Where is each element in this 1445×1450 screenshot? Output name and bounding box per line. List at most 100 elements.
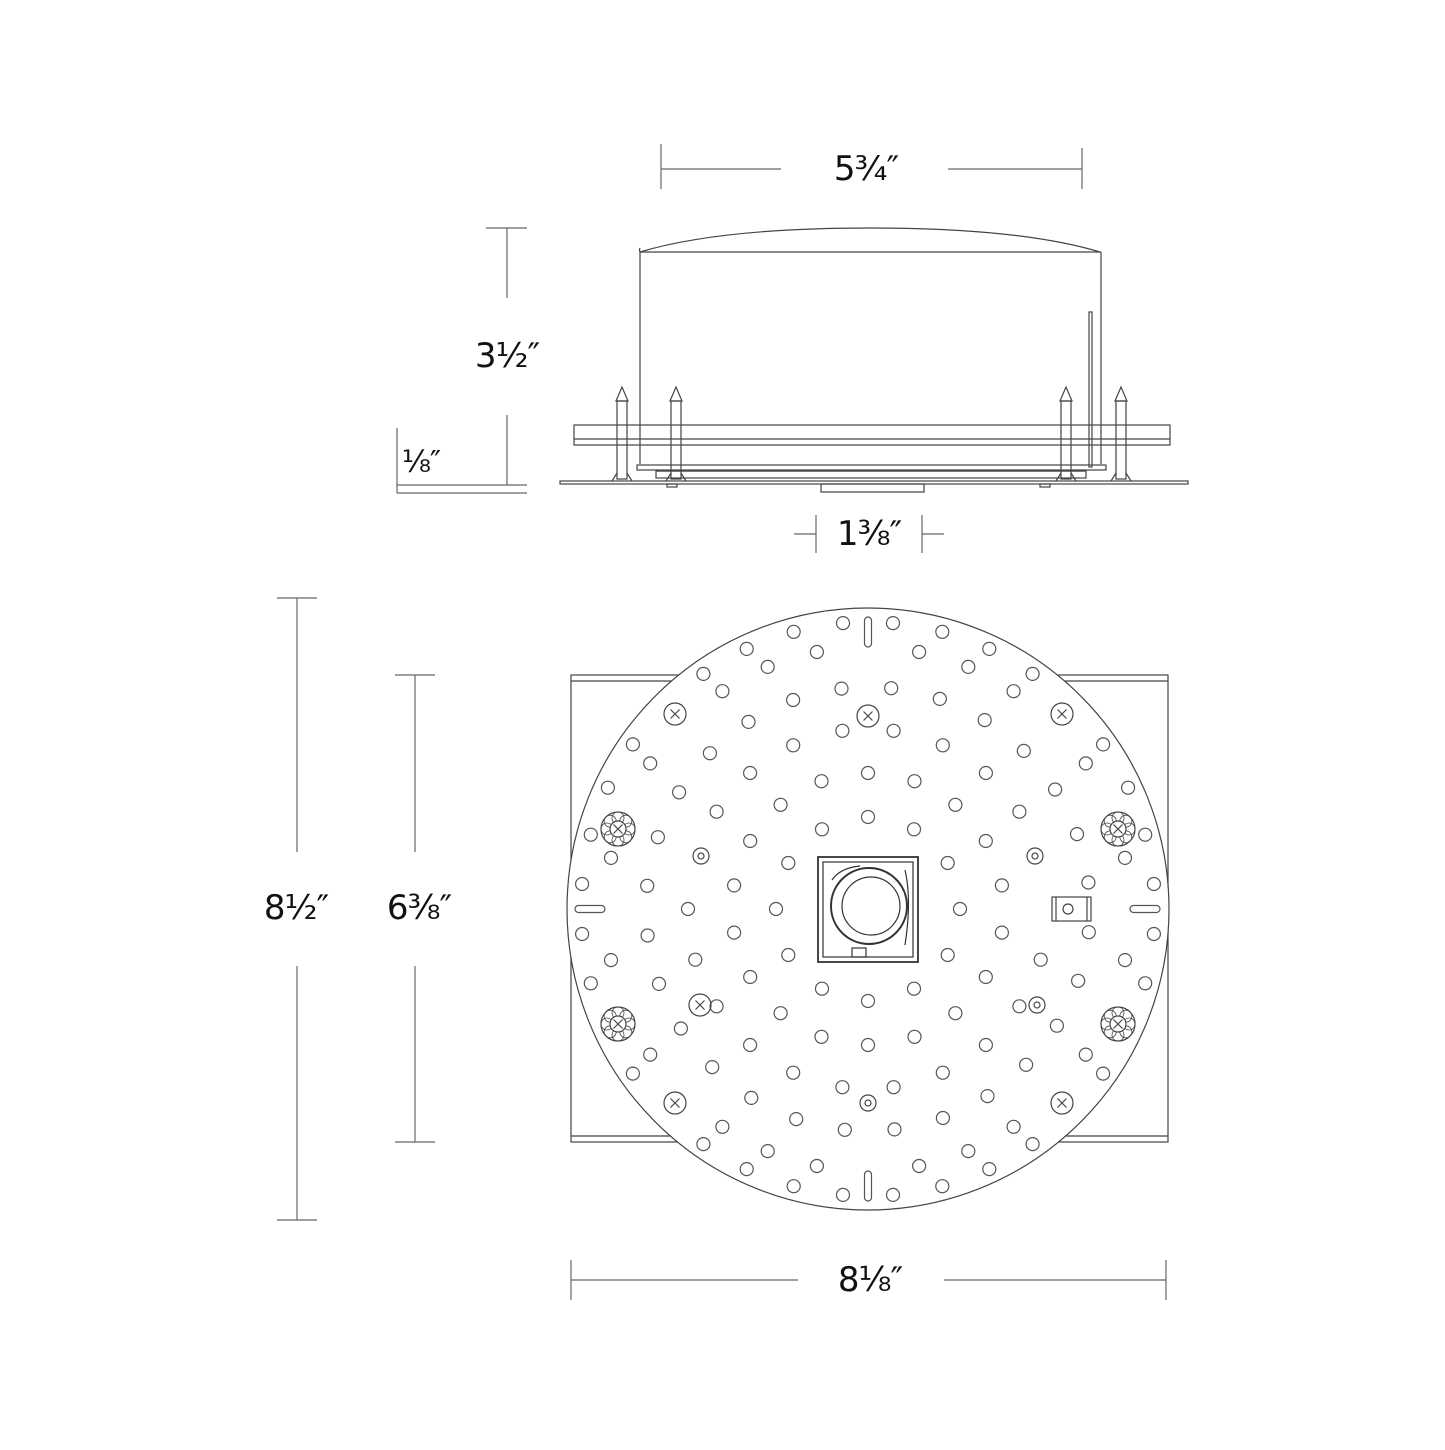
perforation-hole bbox=[583, 976, 598, 991]
perforation-hole bbox=[911, 644, 927, 660]
perforation-hole bbox=[768, 901, 784, 917]
perforation-hole bbox=[1006, 1119, 1021, 1134]
perforation-hole bbox=[935, 1179, 950, 1194]
small-fastener-core bbox=[864, 1099, 872, 1107]
perforation-hole bbox=[640, 878, 655, 893]
perforation-hole bbox=[625, 737, 641, 752]
perforation-hole bbox=[786, 624, 801, 639]
dim-diameter-lines bbox=[570, 1260, 1167, 1300]
perforation-hole bbox=[671, 785, 687, 800]
perforation-holes bbox=[574, 615, 1162, 1203]
perforation-hole bbox=[742, 765, 758, 781]
small-fastener bbox=[1026, 847, 1044, 865]
perforation-hole bbox=[709, 999, 724, 1014]
plan-disc bbox=[566, 607, 1170, 1211]
perforation-hole bbox=[741, 714, 756, 730]
perforation-hole bbox=[885, 615, 901, 631]
screw-head bbox=[663, 1091, 687, 1115]
perforation-hole bbox=[1049, 1018, 1065, 1033]
perforation-hole bbox=[1095, 737, 1111, 752]
side-clip bbox=[1051, 896, 1092, 922]
small-fastener bbox=[692, 847, 710, 865]
perforation-hole bbox=[978, 969, 993, 985]
perforation-hole bbox=[709, 804, 724, 819]
perforation-hole bbox=[932, 691, 947, 707]
perforation-hole bbox=[773, 1006, 788, 1021]
perforation-hole bbox=[1095, 1066, 1111, 1081]
perforation-hole bbox=[809, 1158, 825, 1174]
side-nails bbox=[611, 385, 1132, 482]
perforation-hole bbox=[650, 830, 666, 845]
perforation-hole bbox=[809, 644, 825, 660]
perforation-hole bbox=[1117, 850, 1133, 866]
perforation-hole bbox=[743, 969, 758, 985]
perforation-hole bbox=[961, 1143, 976, 1159]
perforation-hole bbox=[814, 1029, 829, 1044]
alignment-slot bbox=[863, 616, 873, 648]
dim-height-side-lines bbox=[396, 227, 527, 494]
dim-label-diameter: 8⅛″ bbox=[837, 1260, 903, 1300]
perforation-hole bbox=[1081, 875, 1096, 890]
perforation-hole bbox=[742, 1037, 758, 1053]
perforation-hole bbox=[814, 981, 830, 996]
perforation-hole bbox=[715, 1119, 730, 1134]
perforation-hole bbox=[574, 876, 590, 892]
perforation-hole bbox=[1078, 1047, 1093, 1062]
perforation-hole bbox=[994, 925, 1010, 940]
perforation-hole bbox=[860, 1037, 876, 1053]
perforation-hole bbox=[696, 666, 711, 682]
perforation-hole bbox=[935, 624, 950, 639]
perforation-hole bbox=[948, 1006, 963, 1021]
phillips-cross-icon bbox=[863, 711, 873, 721]
dim-label-height-side: 3½″ bbox=[474, 336, 540, 376]
side-view-housing bbox=[559, 227, 1189, 493]
perforation-hole bbox=[651, 976, 667, 992]
perforation-hole bbox=[994, 878, 1010, 893]
perforation-hole bbox=[640, 928, 655, 943]
perforation-hole bbox=[982, 1161, 997, 1177]
screw-head bbox=[856, 704, 880, 728]
phillips-cross-icon bbox=[670, 709, 680, 719]
screw-head bbox=[1050, 1091, 1074, 1115]
perforation-hole bbox=[906, 981, 922, 996]
dim-label-overall-height: 8½″ bbox=[263, 888, 329, 928]
perforation-hole bbox=[978, 1037, 994, 1053]
perforation-hole bbox=[786, 1065, 801, 1080]
screw-head bbox=[663, 702, 687, 726]
alignment-slot bbox=[574, 904, 606, 914]
phillips-cross-icon bbox=[1057, 1098, 1067, 1108]
perforation-hole bbox=[835, 1187, 851, 1203]
perforation-hole bbox=[940, 855, 955, 871]
perforation-hole bbox=[835, 615, 851, 631]
perforation-hole bbox=[773, 797, 788, 812]
phillips-cross-icon bbox=[670, 1098, 680, 1108]
perforation-hole bbox=[1012, 804, 1027, 819]
phillips-cross-icon bbox=[695, 1000, 705, 1010]
dim-label-aperture-width: 1⅜″ bbox=[836, 514, 902, 554]
perforation-hole bbox=[860, 809, 876, 825]
perforation-hole bbox=[948, 797, 963, 812]
perforation-hole bbox=[705, 1059, 720, 1075]
perforation-hole bbox=[887, 1122, 902, 1137]
perforation-hole bbox=[786, 738, 801, 753]
small-fastener-core bbox=[1031, 852, 1039, 860]
perforation-hole bbox=[1146, 876, 1162, 892]
perforation-hole bbox=[739, 1161, 754, 1177]
dim-plan-left-lines bbox=[277, 597, 435, 1221]
perforation-hole bbox=[860, 765, 876, 781]
perforation-hole bbox=[786, 1179, 801, 1194]
phillips-cross-icon bbox=[1057, 709, 1067, 719]
perforation-hole bbox=[1016, 743, 1031, 759]
perforation-hole bbox=[673, 1021, 689, 1036]
perforation-hole bbox=[1078, 756, 1093, 771]
perforation-hole bbox=[760, 1143, 775, 1159]
perforation-hole bbox=[814, 774, 829, 789]
perforation-hole bbox=[835, 1080, 850, 1095]
perforation-hole bbox=[1081, 925, 1096, 940]
phillips-cross-icon bbox=[1113, 1019, 1123, 1029]
alignment-slot bbox=[863, 1170, 873, 1202]
perforation-hole bbox=[961, 659, 976, 675]
perforation-hole bbox=[696, 1136, 711, 1152]
